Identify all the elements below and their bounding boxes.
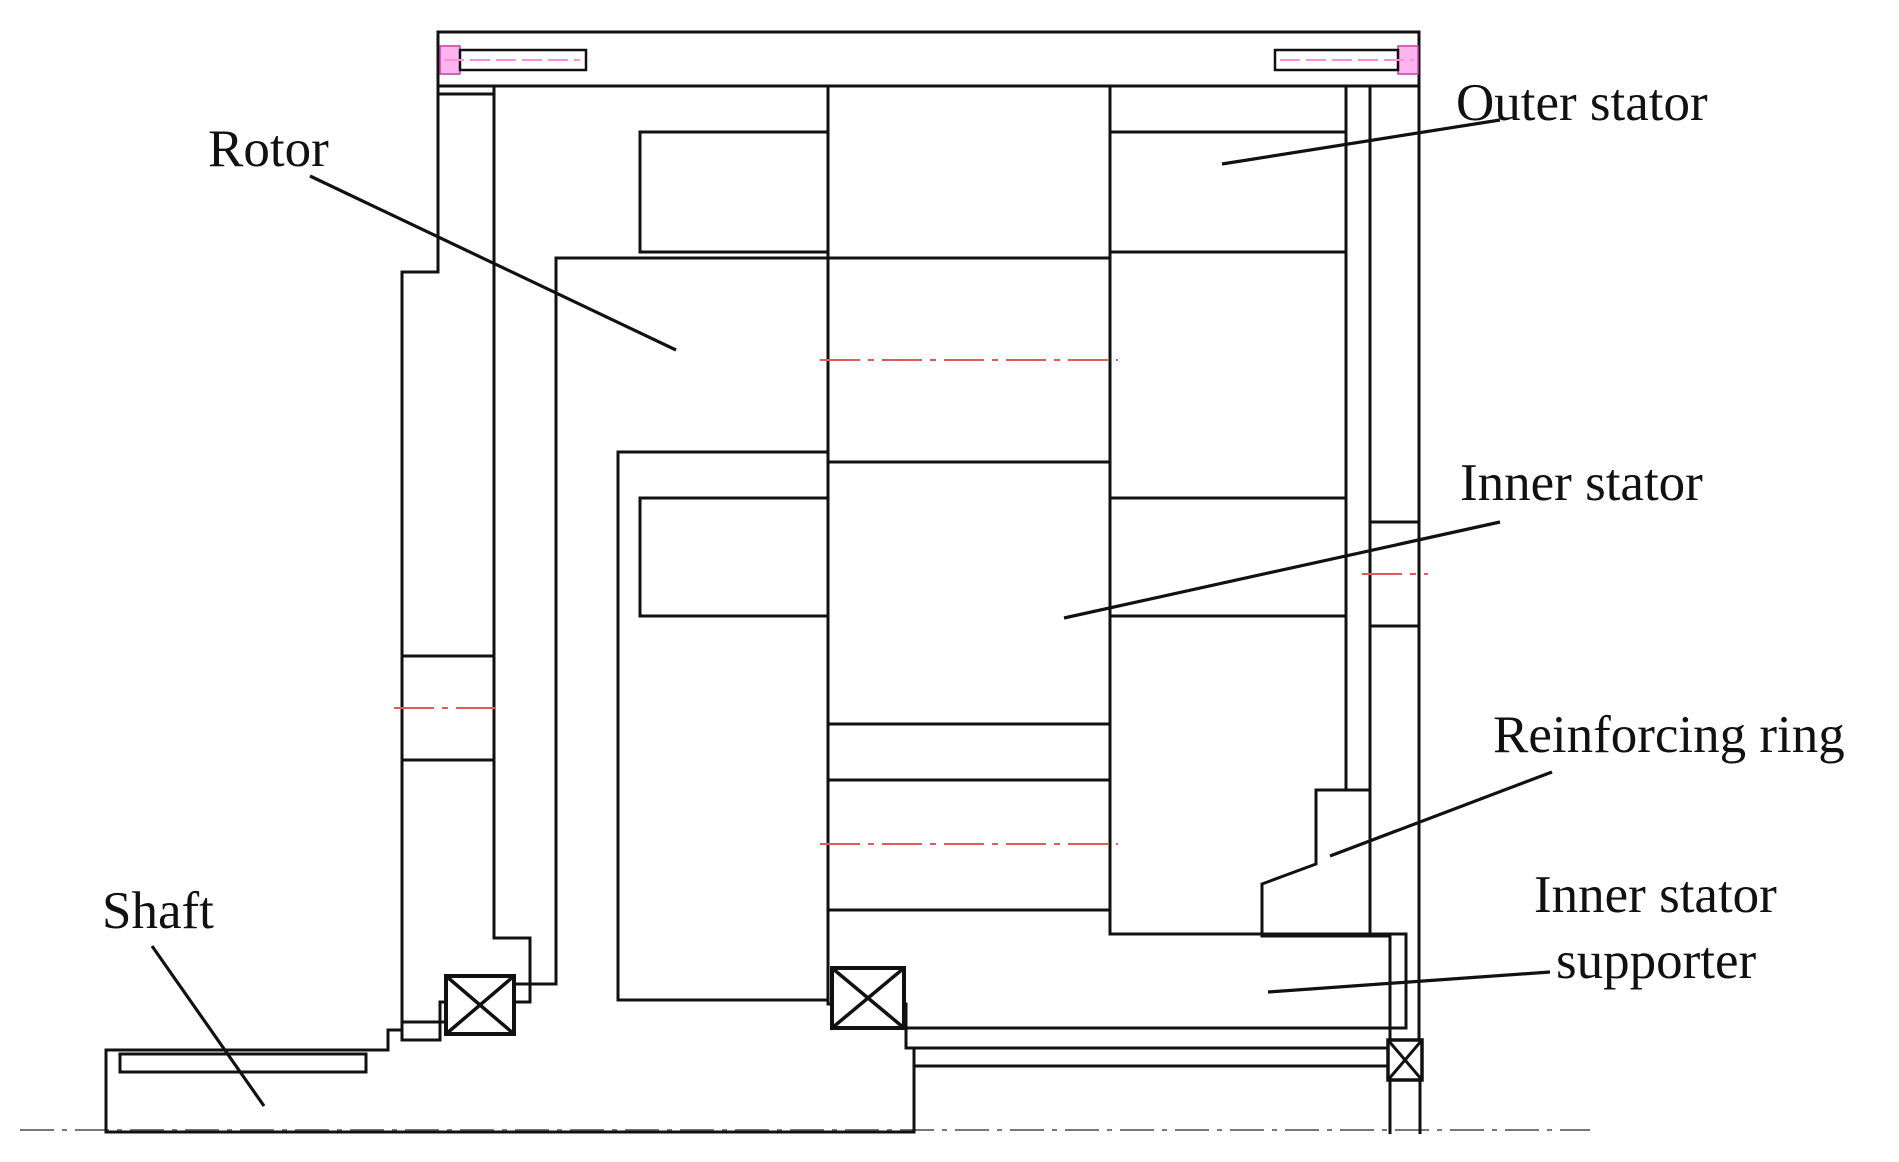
leader-outer-stator xyxy=(1221,118,1501,166)
housing-right-wall xyxy=(1344,84,1428,1042)
leader-inner-stator xyxy=(1063,520,1501,620)
label-inner-stator-supporter-line2: supporter xyxy=(1556,932,1757,990)
rotor-body xyxy=(104,256,916,1134)
top-cover-bolt-right xyxy=(1273,45,1419,75)
label-inner-stator-supporter-line1: Inner stator xyxy=(1534,866,1777,924)
top-cover-bolt-left xyxy=(439,45,588,75)
bearing-right xyxy=(1386,1038,1424,1134)
stator-core-column xyxy=(820,84,1118,912)
shaft-keyway xyxy=(118,1052,368,1074)
inner-stator-winding-right xyxy=(1108,496,1348,618)
inner-stator-winding-left xyxy=(638,496,830,618)
label-reinforcing-ring: Reinforcing ring xyxy=(1493,706,1845,764)
bearing-left xyxy=(444,974,516,1036)
label-inner-stator: Inner stator xyxy=(1460,454,1703,512)
bearing-middle xyxy=(830,966,906,1030)
label-outer-stator: Outer stator xyxy=(1456,74,1708,132)
outer-stator-winding-left xyxy=(638,130,830,254)
label-rotor: Rotor xyxy=(208,120,329,178)
outer-stator-winding-right xyxy=(1108,130,1348,254)
leader-rotor xyxy=(309,174,677,352)
leader-shaft xyxy=(150,945,266,1107)
leader-inner-stator-supporter xyxy=(1267,970,1551,994)
label-shaft: Shaft xyxy=(102,882,214,940)
reinforcing-ring xyxy=(1260,788,1372,938)
leader-reinforcing-ring xyxy=(1329,770,1553,858)
housing-left-wall xyxy=(394,84,532,1042)
